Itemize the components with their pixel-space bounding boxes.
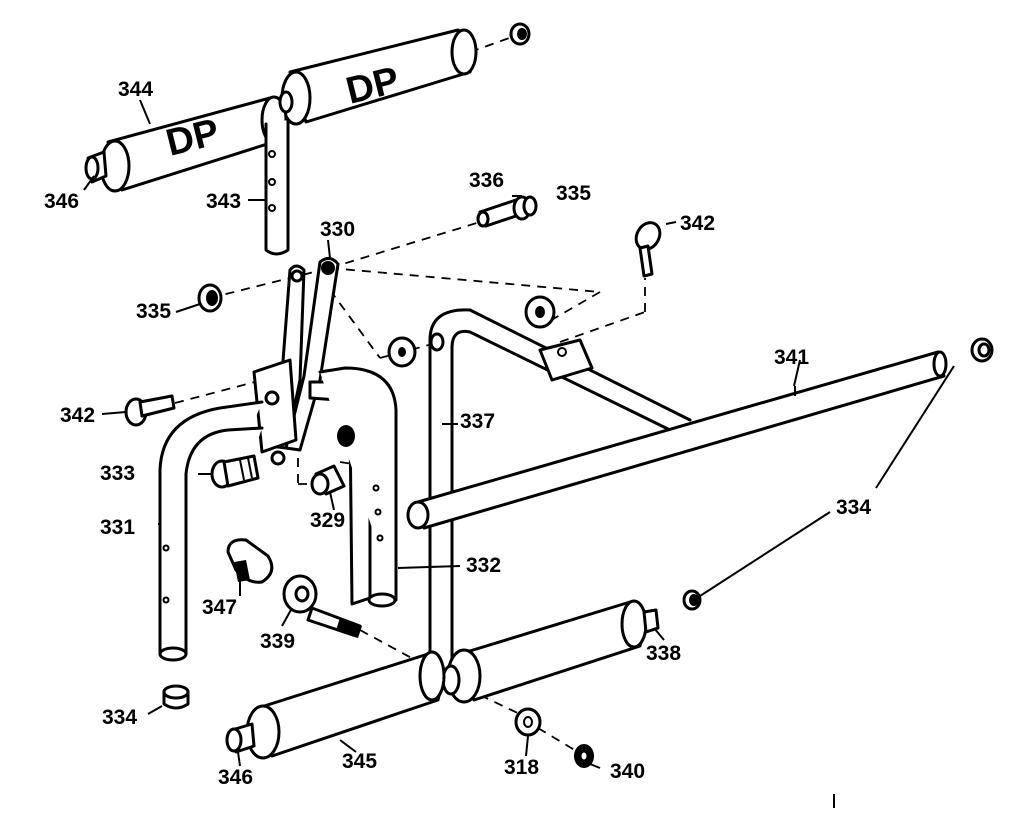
- bracket-331: [158, 400, 264, 662]
- pull-pin-342-left: [124, 394, 176, 427]
- end-cap-334-bottom: [162, 684, 190, 710]
- end-cap-334-roller: [682, 589, 702, 611]
- label-333: 333: [100, 462, 135, 485]
- label-335-right: 335: [556, 182, 591, 205]
- pull-pin-342-right: [634, 221, 662, 278]
- end-cap-334-right: [970, 337, 994, 363]
- washer-318: [514, 707, 542, 737]
- label-341: 341: [774, 346, 809, 369]
- label-346-bottom: 346: [218, 766, 253, 789]
- washer-left: [387, 336, 417, 368]
- label-340: 340: [610, 760, 645, 783]
- label-346-top: 346: [44, 190, 79, 213]
- bracket-332: [308, 366, 398, 608]
- nut-340: [574, 744, 594, 768]
- label-338: 338: [646, 642, 681, 665]
- leader-lines: [83, 99, 955, 808]
- bracket-330: [252, 257, 340, 466]
- label-342-right: 342: [680, 212, 715, 235]
- bottom-roller-right-338: [441, 599, 660, 704]
- pin-336: [476, 195, 538, 228]
- label-339: 339: [260, 630, 295, 653]
- top-roller-pads-344: DP DP: [84, 28, 478, 193]
- label-337: 337: [460, 410, 495, 433]
- label-345: 345: [342, 750, 377, 773]
- label-335-left: 335: [136, 300, 171, 323]
- label-347: 347: [202, 596, 237, 619]
- label-330: 330: [320, 218, 355, 241]
- label-344: 344: [118, 78, 153, 101]
- plate-347: [226, 538, 274, 584]
- bottom-roller-left-345: [225, 650, 446, 760]
- bushing-329: [310, 464, 346, 496]
- bolt-333: [210, 454, 260, 489]
- end-cap-top: [509, 22, 531, 46]
- label-336: 336: [469, 169, 504, 192]
- label-332: 332: [466, 554, 501, 577]
- label-331: 331: [100, 516, 135, 539]
- part-labels: 344 346 343 330 336 335 342 335 341 342 …: [44, 78, 871, 789]
- label-343: 343: [206, 190, 241, 213]
- crossbar-341: [406, 350, 948, 530]
- label-334-right: 334: [836, 496, 871, 519]
- nut-335-left: [197, 283, 223, 313]
- nut-bracket: [337, 425, 355, 447]
- post-343: [264, 118, 290, 256]
- label-342-left: 342: [60, 404, 95, 427]
- washer-right: [524, 295, 556, 329]
- label-329: 329: [310, 509, 345, 532]
- eye-bolt-339: [282, 574, 362, 638]
- label-318: 318: [504, 756, 539, 779]
- label-334-bottom: 334: [102, 706, 137, 729]
